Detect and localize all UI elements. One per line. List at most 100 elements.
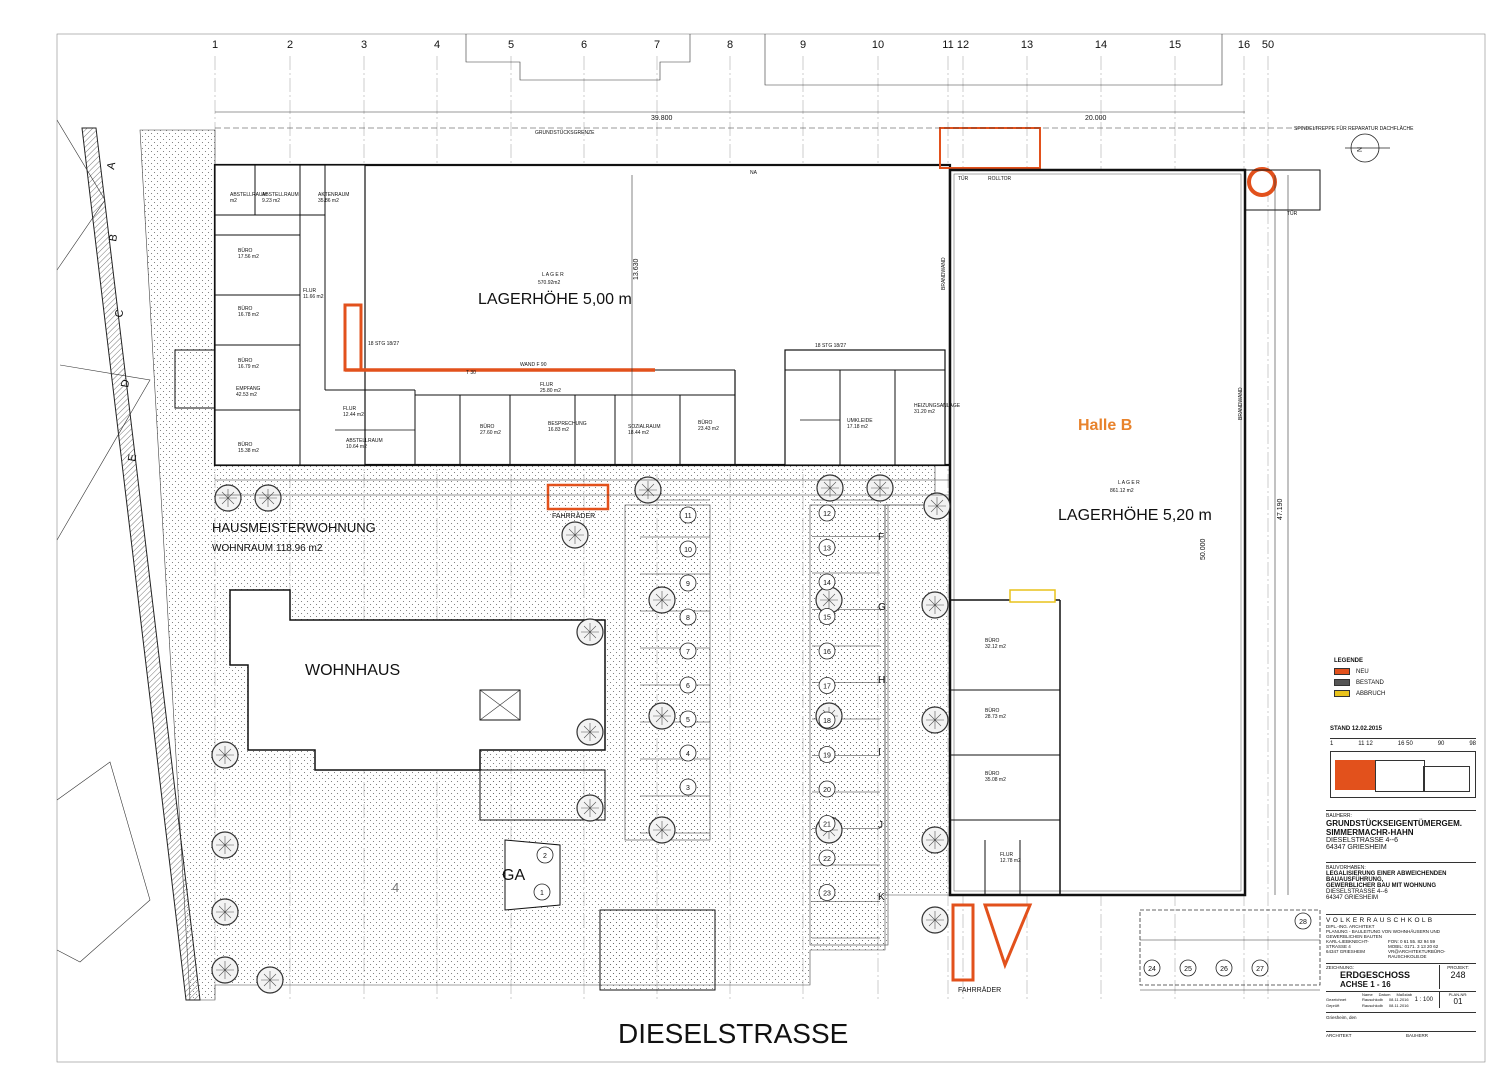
legend-label: ABBRUCH <box>1356 690 1386 697</box>
north-arrow-icon: N <box>1345 133 1390 163</box>
vorhaben-section: BAUVORHABEN: LEGALISIERUNG EINER ABWEICH… <box>1326 862 1476 901</box>
grid-letter-I: I <box>878 747 881 758</box>
dim-50000: 50.000 <box>1200 538 1207 560</box>
garage-space-marker <box>533 883 551 901</box>
lager2-area: 861.12 m2 <box>1110 488 1134 494</box>
parking-space-number: 10 <box>684 547 692 554</box>
room-area: 12.44 m2 <box>343 412 364 418</box>
zeichnung-line-1: ERDGESCHOSS <box>1340 970 1411 980</box>
axis-label-16: 16 <box>1238 39 1250 51</box>
parking-space-marker <box>818 642 836 660</box>
architect-section: V O L K E R R A U S C H K O L B DIPL.-IN… <box>1326 914 1476 959</box>
gezeichnet-date: 08.11.2016 <box>1388 997 1409 1002</box>
hausmeister-label: HAUSMEISTERWOHNUNG <box>212 520 376 535</box>
parking-space-number: 20 <box>823 787 831 794</box>
dim-13630: 13.630 <box>633 258 640 280</box>
axis-label-13: 13 <box>1021 39 1033 51</box>
tuer-label-2: TÜR <box>1287 210 1298 217</box>
architect-address-2: 64347 GRIESHEIM <box>1326 949 1366 954</box>
grid-letter-H: H <box>878 675 885 686</box>
axis-label-6: 6 <box>581 39 587 51</box>
legend-label: NEU <box>1356 668 1369 675</box>
vorhaben-label: BAUVORHABEN: <box>1326 865 1366 871</box>
room-area: 42.53 m2 <box>236 392 257 398</box>
parking-space-number: 5 <box>686 717 690 724</box>
legend-swatch <box>1334 690 1350 697</box>
dimension-lines <box>215 111 1320 991</box>
grid-letter-A: A <box>105 161 118 171</box>
parking-space-marker <box>818 815 836 832</box>
parking-space-number: 28 <box>1299 919 1307 926</box>
room-name: BÜRO <box>698 419 713 426</box>
t30-label: T 30 <box>466 370 476 376</box>
bauherr-section: BAUHERR: GRUNDSTÜCKSEIGENTÜMERGEM. SIMME… <box>1326 810 1476 851</box>
grid-letter-F: F <box>878 532 884 543</box>
parking-space-marker <box>679 608 697 626</box>
room-name: BÜRO <box>985 707 1000 714</box>
room-area: 10.64 m2 <box>346 444 367 450</box>
house-number: 4 <box>392 880 399 895</box>
legend-title: LEGENDE <box>1334 658 1364 664</box>
halle-b-label: Halle B <box>1078 417 1132 434</box>
vorhaben-line-1: LEGALISIERUNG EINER ABWEICHENDEN <box>1326 871 1447 877</box>
room-name: EMPFANG <box>236 386 261 392</box>
parking-space-number: 21 <box>823 822 831 829</box>
hall-b <box>948 168 1321 897</box>
room-name: FLUR <box>1000 852 1013 858</box>
parking-space-number: 15 <box>823 615 831 622</box>
new-walls <box>343 127 1277 982</box>
vorhaben-line-3: GEWERBLICHER BAU MIT WOHNUNG <box>1326 883 1436 889</box>
axis-label-2: 2 <box>287 39 293 51</box>
vorhaben-line-5: 64347 GRIESHEIM <box>1326 895 1379 901</box>
legend-swatch <box>1334 679 1350 686</box>
gezeichnet-name: Rauschkolb <box>1362 997 1383 1002</box>
legend-swatch <box>1334 668 1350 675</box>
grenze-label: GRUNDSTÜCKSGRENZE <box>535 129 595 136</box>
garage-space-number: 1 <box>540 890 544 897</box>
key-plan-axis: 11 12 <box>1358 741 1373 747</box>
fahrraeder-bottom: FAHRRÄDER <box>958 986 1001 994</box>
bauherr-line-1: GRUNDSTÜCKSEIGENTÜMERGEM. <box>1326 819 1463 828</box>
parking-space-number: 16 <box>823 649 831 656</box>
parking-space-number: 9 <box>686 581 690 588</box>
parking-space-marker <box>1143 959 1161 977</box>
parking-space-number: 11 <box>684 513 691 520</box>
architect-address-1: KARL-LIEBKNECHT-STRASSE 4 <box>1326 939 1369 949</box>
architect-mail: VR@ARCHITEKTURBÜRO-RAUSCHKOLB.DE <box>1388 949 1446 959</box>
parking-space-number: 22 <box>823 856 831 863</box>
room-area: 17.56 m2 <box>238 254 259 260</box>
parking-space-number: 25 <box>1184 966 1192 973</box>
room-area: 12.78 m2 <box>1000 858 1021 864</box>
lager2-small: L A G E R <box>1118 480 1140 486</box>
architect-desc: PLANUNG - BAULEITUNG VON WOHNHÄUSERN UND… <box>1326 929 1441 939</box>
room-name: ABSTELLRAUM <box>230 192 267 198</box>
room-name: FLUR <box>540 382 553 388</box>
zeichnung-label: ZEICHNUNG: <box>1326 965 1354 970</box>
parking-space-marker <box>818 677 836 694</box>
svg-text:N: N <box>1357 147 1364 152</box>
room-name: SOZIALRAUM <box>628 424 661 430</box>
property-boundary <box>56 34 1223 1001</box>
parking-space-marker <box>818 849 836 867</box>
dim-39800: 39.800 <box>651 115 673 122</box>
room-area: 17.18 m2 <box>847 424 868 430</box>
key-plan-axis: 90 <box>1437 741 1445 747</box>
ga-label: GA <box>502 867 525 884</box>
room-name: BÜRO <box>480 423 495 430</box>
parking-space-marker <box>679 642 697 660</box>
room-area: 35.08 m2 <box>985 777 1006 783</box>
key-plan-axis: 98 <box>1469 741 1476 747</box>
dim-20000: 20.000 <box>1085 115 1107 122</box>
axis-label-10: 10 <box>872 39 884 51</box>
trees <box>211 474 951 994</box>
name-label: Name <box>1362 992 1373 997</box>
axis-label-14: 14 <box>1095 39 1107 51</box>
axis-label-15: 15 <box>1169 39 1181 51</box>
zeichnung-line-2: ACHSE 1 - 16 <box>1340 980 1391 989</box>
axis-label-9: 9 <box>800 39 806 51</box>
massstab-value: 1 : 100 <box>1414 997 1433 1003</box>
grid-letter-E: E <box>126 453 139 462</box>
parking-space-marker <box>818 780 836 798</box>
